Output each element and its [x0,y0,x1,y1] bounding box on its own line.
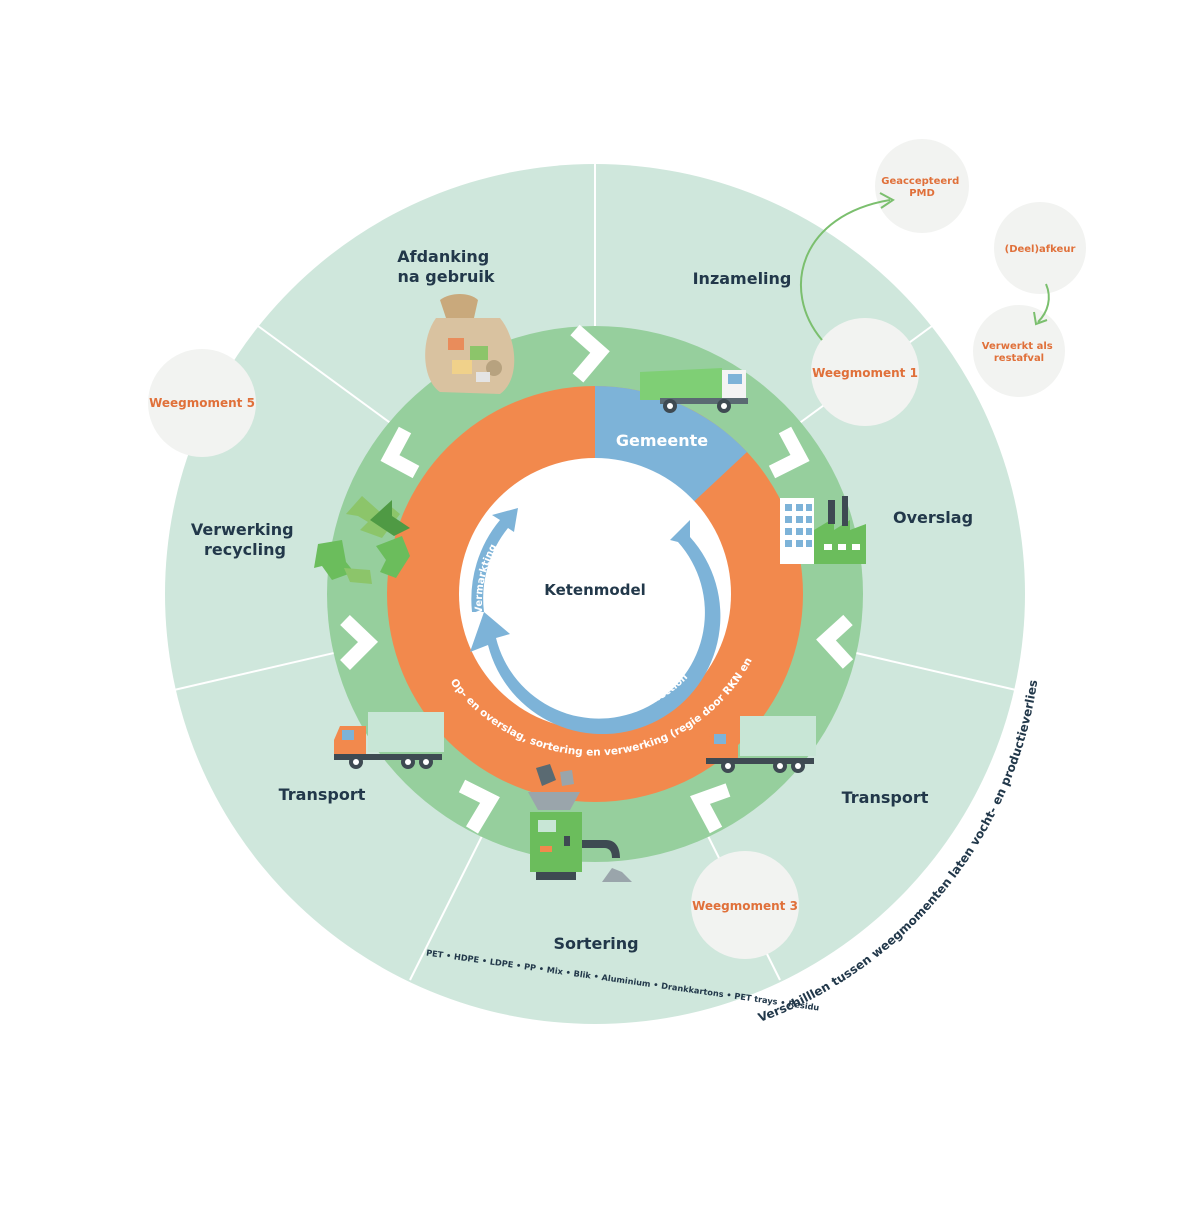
svg-text:(Deel)afkeur: (Deel)afkeur [1005,244,1076,255]
segment-afdanking-label: Afdanking na gebruik [397,247,495,286]
recycle-icon [314,496,410,584]
delivery-truck-icon [706,716,816,773]
bubble-weegmoment3: Weegmoment 3 [691,851,799,959]
delivery-truck-icon [334,712,444,769]
center-disc [459,458,731,730]
svg-text:Weegmoment 3: Weegmoment 3 [692,899,798,913]
svg-text:Weegmoment 5: Weegmoment 5 [149,396,255,410]
segment-overslag-label: Overslag [893,508,973,527]
bubble-weegmoment1: Weegmoment 1 [811,318,919,426]
garbage-truck-icon [640,368,748,413]
svg-text:Geaccepteerd PMD: Geaccepteerd PMD [881,176,962,199]
svg-text:Weegmoment 1: Weegmoment 1 [812,366,918,380]
waste-bag-icon [425,294,515,394]
sorting-machine-icon [528,764,632,882]
bubble-restafval: Verwerkt als restafval [973,305,1065,397]
bubble-deelafkeur: (Deel)afkeur [994,202,1086,294]
connector-arrows [800,192,1050,341]
factory-icon [780,496,866,564]
segment-verwerking-label: Verwerking recycling [191,520,299,559]
bubble-geaccepteerd: Geaccepteerd PMD [875,139,969,233]
inner-cycle-arrows [470,508,721,735]
vermarkting-arrow [471,508,518,612]
svg-text:Verwerkt als restafval: Verwerkt als restafval [982,341,1056,364]
bubble-weegmoment5: Weegmoment 5 [148,349,256,457]
segment-transport-right-label: Transport [842,788,929,807]
gemeente-label: Gemeente [616,431,708,450]
center-title: Ketenmodel [544,581,646,599]
segment-sortering-label: Sortering [553,934,638,953]
chevrons [340,324,854,834]
segment-inzameling-label: Inzameling [693,269,792,288]
segment-transport-left-label: Transport [279,785,366,804]
